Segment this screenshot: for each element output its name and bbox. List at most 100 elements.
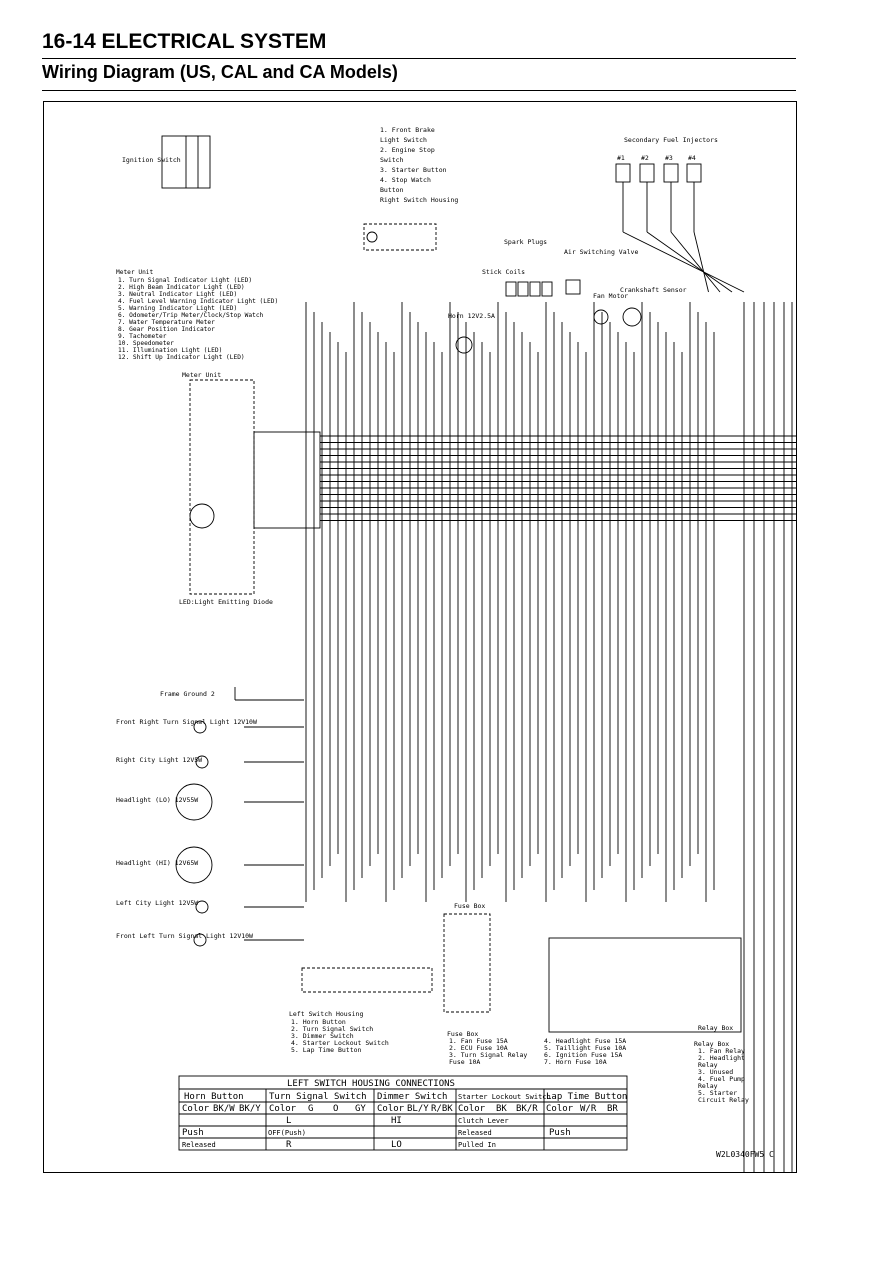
right-city-label: Right City Light 12V5W [116,756,202,764]
meter-unit-connector [253,431,321,529]
fuse-list-4: 4. Headlight Fuse 15A [544,1037,626,1045]
group-lap-time: Lap Time Button [546,1092,627,1102]
fuse-box [443,913,491,1013]
spark-plugs-label: Spark Plugs [504,238,547,246]
diagram-subtitle: Wiring Diagram (US, CAL and CA Models) [42,62,398,82]
fuse-list-3: 3. Turn Signal Relay [449,1051,527,1059]
stick-coil-3-icon [529,281,541,297]
meter-unit-list-1: 1. Turn Signal Indicator Light (LED) [118,277,252,284]
meter-unit-title: Meter Unit [116,269,154,276]
secondary-injectors-label: Secondary Fuel Injectors [624,136,718,144]
headlight-lo-icon [175,783,213,821]
connections-table-text: LEFT SWITCH HOUSING CONNECTIONS Horn But… [182,1079,627,1150]
group-starter-lockout: Starter Lockout Switch [458,1093,551,1101]
header-rule [42,58,796,59]
color-l0: Color [546,1104,574,1114]
row-hi: HI [391,1116,402,1126]
relay-list-1: 1. Fan Relay [698,1047,745,1055]
crankshaft-sensor-label: Crankshaft Sensor [620,286,687,294]
figure-code: W2L0340FW5 C [716,1150,774,1159]
fuse-box-list-title: Fuse Box [447,1030,478,1038]
group-horn-button: Horn Button [184,1092,244,1102]
connections-title: LEFT SWITCH HOUSING CONNECTIONS [287,1079,455,1089]
frame-ground-label: Frame Ground 2 [160,690,215,698]
right-switch-list-7: Button [380,186,404,194]
color-t2: O [333,1104,338,1114]
front-brake-light-switch-icon [366,231,378,243]
meter-unit-list-8: 8. Gear Position Indicator [118,326,215,333]
air-switching-valve-icon [565,279,581,295]
fuse-list-6: 6. Ignition Fuse 15A [544,1051,622,1059]
relay-list-5: 5. Starter [698,1089,737,1097]
right-switch-housing [363,223,437,251]
crankshaft-sensor-icon [622,307,642,327]
fan-motor-icon [593,309,609,325]
front-left-turn-label: Front Left Turn Signal Light 12V10W [116,932,253,940]
clutch-lever: Clutch Lever [458,1117,509,1125]
meter-unit-list-11: 11. Illumination Light (LED) [118,347,222,354]
connections-table [178,1075,628,1151]
right-switch-housing-label: Right Switch Housing [380,196,458,204]
color-s1: BK [496,1104,507,1114]
air-switching-valve-label: Air Switching Valve [564,248,638,256]
injector-num-1: #1 [617,154,625,162]
meter-unit-label: Meter Unit [182,371,221,379]
color-h1: BK/W [213,1104,235,1114]
left-switch-list-4: 4. Starter Lockout Switch [291,1039,389,1047]
color-h0: Color [182,1104,210,1114]
headlight-hi-icon [175,846,213,884]
color-t1: G [308,1104,313,1114]
relay-box-label: Relay Box [698,1024,733,1032]
injector-2-icon [639,163,655,183]
color-d2: R/BK [431,1104,453,1114]
injector-num-4: #4 [688,154,696,162]
wire [693,231,709,293]
color-s2: BK/R [516,1104,538,1114]
injector-num-2: #2 [641,154,649,162]
horn-icon [455,336,473,354]
relay-list-2: 2. Headlight [698,1054,745,1062]
left-city-light-icon [195,900,209,914]
meter-unit-list-5: 5. Warning Indicator Light (LED) [118,305,237,312]
meter-unit-list-4: 4. Fuel Level Warning Indicator Light (L… [118,298,278,305]
right-city-light-icon [195,755,209,769]
injector-4-icon [686,163,702,183]
ignition-switch-label: Ignition Switch [122,156,181,164]
meter-unit-list-9: 9. Tachometer [118,333,167,340]
fuse-list-1: 1. Fan Fuse 15A [449,1037,508,1045]
row-l: L [286,1116,291,1126]
color-l2: BR [607,1104,618,1114]
fuse-box-label: Fuse Box [454,902,485,910]
fan-motor-label: Fan Motor [593,292,628,300]
color-h2: BK/Y [239,1104,261,1114]
fuse-list-2: 2. ECU Fuse 10A [449,1044,508,1052]
relay-list-4b: Relay [698,1082,718,1090]
left-switch-housing-label: Left Switch Housing [289,1010,363,1018]
right-switch-list-4: Switch [380,156,404,164]
wiring-diagram: Ignition Switch 1. Front Brake Light Swi… [116,126,796,1172]
color-s0: Color [458,1104,486,1114]
stick-coil-1-icon [505,281,517,297]
stick-coil-2-icon [517,281,529,297]
meter-unit-list-12: 12. Shift Up Indicator Light (LED) [118,354,245,361]
color-t3: GY [355,1104,366,1114]
subtitle-rule [42,90,796,91]
relay-list-4: 4. Fuel Pump [698,1075,745,1083]
headlight-hi-label: Headlight (HI) 12V65W [116,859,198,867]
fuse-list-3b: Fuse 10A [449,1058,480,1066]
meter-unit-list-6: 6. Odometer/Trip Meter/Clock/Stop Watch [118,312,264,319]
left-switch-list-5: 5. Lap Time Button [291,1046,362,1054]
section-title: 16-14 ELECTRICAL SYSTEM [42,30,327,53]
row-lo: LO [391,1140,402,1150]
wire [622,231,745,293]
front-right-turn-light-icon [193,720,207,734]
relay-list-5b: Circuit Relay [698,1096,749,1104]
pulled-in: Pulled In [458,1141,496,1149]
led-note: LED:Light Emitting Diode [179,598,273,606]
off-push: OFF(Push) [268,1129,306,1137]
color-l1: W/R [580,1104,597,1114]
left-switch-housing [301,967,433,993]
left-switch-list-1: 1. Horn Button [291,1018,346,1026]
tachometer-icon [189,503,215,529]
front-left-turn-light-icon [193,933,207,947]
